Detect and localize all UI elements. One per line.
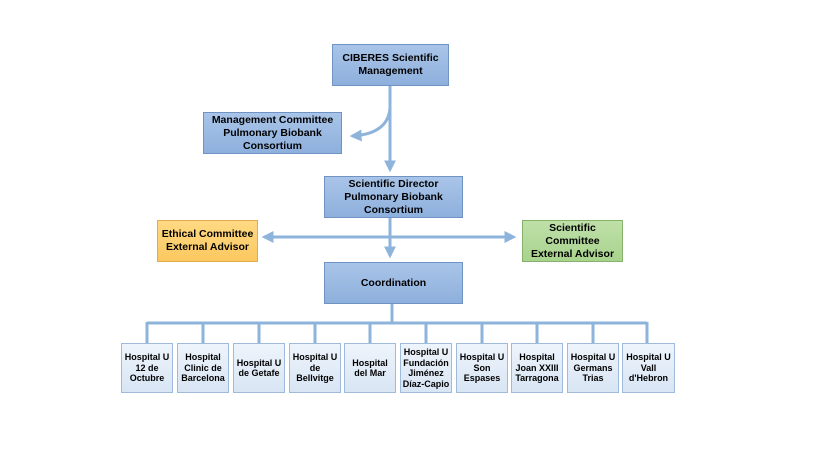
hospital-box: Hospital U de Getafe (233, 343, 285, 393)
scientific-committee-box: Scientific Committee External Advisor (522, 220, 623, 262)
hospital-box: Hospital U 12 de Octubre (121, 343, 173, 393)
scientific-director-box: Scientific Director Pulmonary Biobank Co… (324, 176, 463, 218)
ciberes-scientific-management-box: CIBERES Scientific Management (332, 44, 449, 86)
arrow-to-management-committee (349, 107, 392, 142)
hospital-box: Hospital Clinic de Barcelona (177, 343, 229, 393)
hospital-box: Hospital U Fundación Jiménez Díaz-Capio (400, 343, 452, 393)
hospital-box: Hospital U Germans Trias (567, 343, 619, 393)
hospital-box: Hospital U Son Espases (456, 343, 508, 393)
ethical-committee-box: Ethical Committee External Advisor (157, 220, 258, 262)
hospital-box: Hospital U de Bellvitge (289, 343, 341, 393)
hospital-box: Hospital Joan XXIII Tarragona (511, 343, 563, 393)
coordination-box: Coordination (324, 262, 463, 304)
hospital-box: Hospital U Vall d'Hebron (622, 343, 675, 393)
management-committee-box: Management Committee Pulmonary Biobank C… (203, 112, 342, 154)
hospital-box: Hospital del Mar (344, 343, 396, 393)
